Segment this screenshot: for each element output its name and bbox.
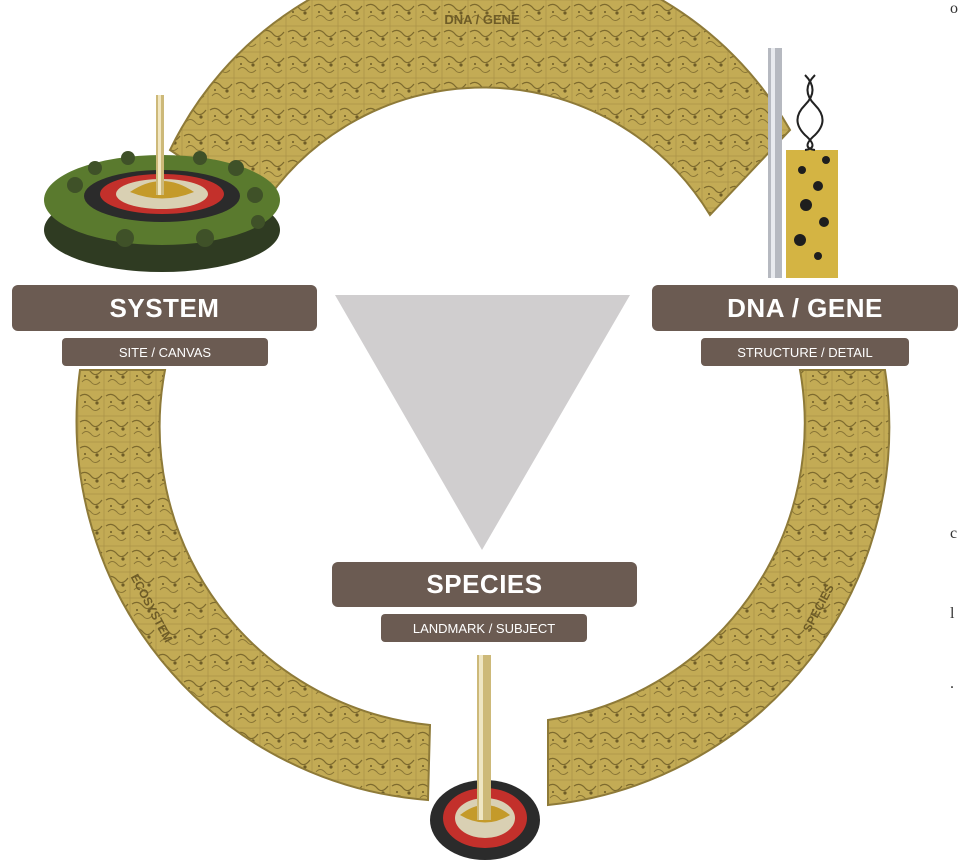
edge-fragment-3: l [950,605,954,623]
dna-title: DNA / GENE [652,285,958,331]
species-title: SPECIES [332,562,637,607]
system-subtitle: SITE / CANVAS [62,338,268,366]
edge-fragment-2: c [950,525,957,543]
species-subtitle: LANDMARK / SUBJECT [381,614,587,642]
dna-pole-illustration [768,48,838,278]
edge-fragment-4: . [950,675,954,693]
edge-fragment-1: o [950,0,958,18]
system-title: SYSTEM [12,285,317,331]
ring-label-top: DNA / GENE [444,12,520,27]
species-landmark-illustration [430,655,540,860]
center-triangle [335,295,630,550]
dna-subtitle: STRUCTURE / DETAIL [701,338,909,366]
